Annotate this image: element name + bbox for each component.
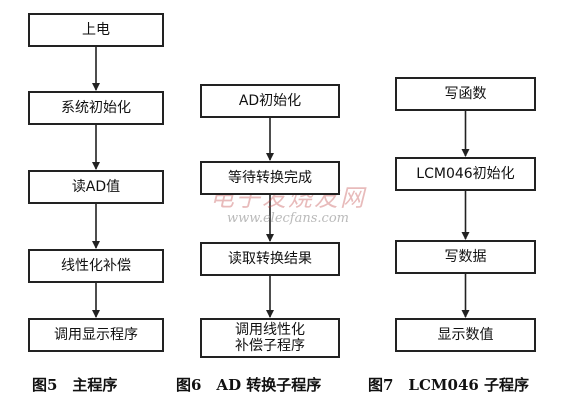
lcm-step-write-data: 写数据 [395,240,536,274]
ad-step-init: AD初始化 [200,84,340,118]
lcm-step-write-func: 写函数 [395,77,536,111]
main-step-system-init: 系统初始化 [28,91,164,125]
caption-lcm: 图7 LCM046 子程序 [368,376,530,394]
connector-arrows [92,47,470,318]
lcm-step-init: LCM046初始化 [395,157,536,191]
caption-ad: 图6 AD 转换子程序 [176,376,322,394]
main-step-read-ad: 读AD值 [28,170,164,204]
lcm-step-show-value: 显示数值 [395,318,536,352]
ad-step-wait: 等待转换完成 [200,161,340,195]
main-step-call-display: 调用显示程序 [28,318,164,352]
ad-step-call-linear: 调用线性化 补偿子程序 [200,318,340,358]
main-step-power-on: 上电 [28,13,164,47]
ad-step-read-result: 读取转换结果 [200,242,340,276]
main-step-linear-comp: 线性化补偿 [28,249,164,283]
caption-main: 图5 主程序 [32,376,118,394]
